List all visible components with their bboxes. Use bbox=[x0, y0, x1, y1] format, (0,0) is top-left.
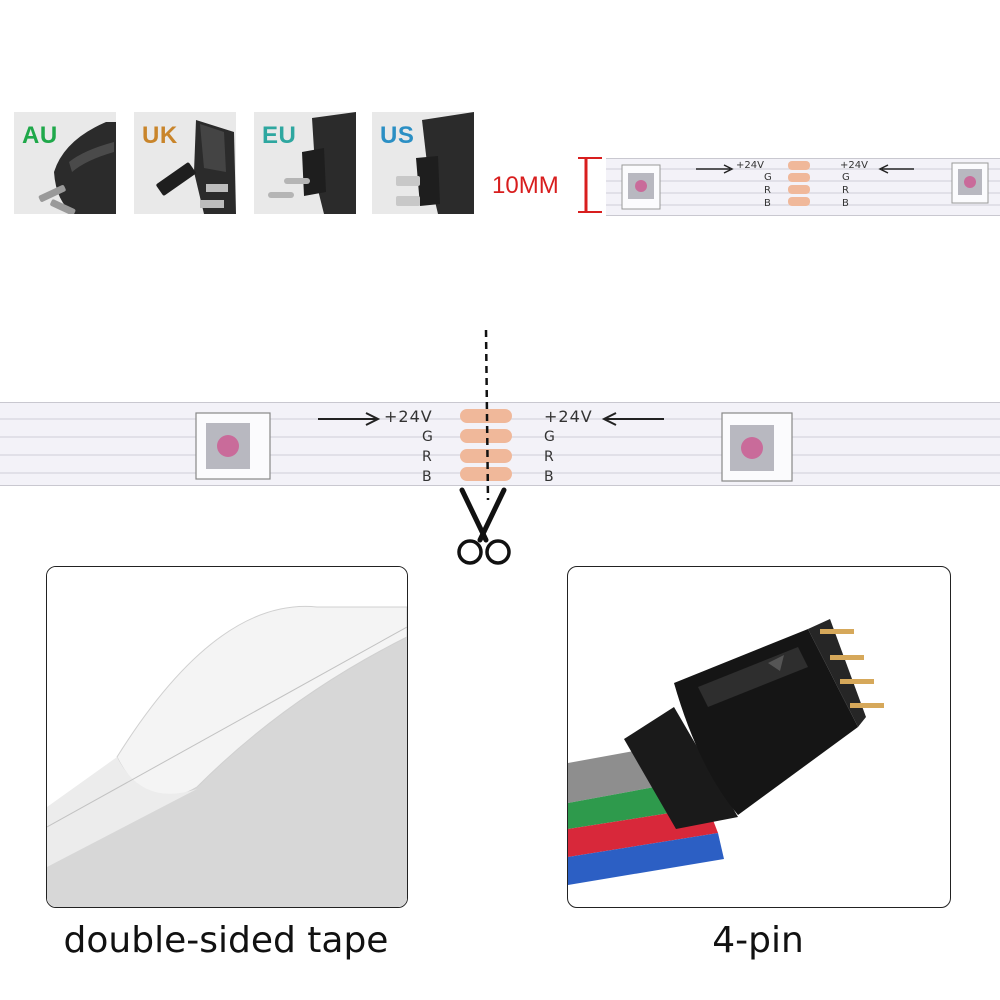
strip-small-r-right: R bbox=[842, 185, 849, 196]
strip-small-traces bbox=[606, 161, 1000, 210]
strip-small-b-left: B bbox=[764, 198, 771, 209]
strip-small-r-left: R bbox=[764, 185, 771, 196]
dimension-label: 10MM bbox=[492, 172, 559, 199]
connector-image bbox=[568, 619, 884, 885]
eu-plug-icon bbox=[268, 112, 356, 214]
strip-large-voltage-left: +24V bbox=[384, 407, 433, 426]
dimension-marker bbox=[578, 157, 602, 213]
strip-large-traces bbox=[0, 409, 1000, 482]
strip-small-voltage-left: +24V bbox=[736, 160, 764, 171]
connector-panel bbox=[567, 566, 951, 908]
plug-card-uk: UK bbox=[134, 112, 236, 214]
scissors-icon bbox=[457, 487, 511, 565]
strip-large-voltage-right: +24V bbox=[544, 407, 593, 426]
cut-line bbox=[484, 330, 490, 500]
plug-card-au: AU bbox=[14, 112, 116, 214]
led-strip-large: +24V G R B +24V G R B bbox=[0, 402, 1000, 486]
strip-large-g-right: G bbox=[544, 429, 555, 445]
plug-label-eu: EU bbox=[262, 122, 297, 149]
strip-large-r-right: R bbox=[544, 449, 554, 465]
plug-label-au: AU bbox=[22, 122, 58, 149]
tape-panel bbox=[46, 566, 408, 908]
plug-label-uk: UK bbox=[142, 122, 178, 149]
tape-image bbox=[47, 567, 407, 907]
uk-plug-icon bbox=[156, 120, 236, 214]
strip-small-voltage-right: +24V bbox=[840, 160, 868, 171]
strip-large-b-left: B bbox=[422, 469, 432, 485]
strip-large-b-right: B bbox=[544, 469, 554, 485]
strip-small-b-right: B bbox=[842, 198, 849, 209]
tape-caption: double-sided tape bbox=[63, 920, 389, 961]
strip-large-r-left: R bbox=[422, 449, 432, 465]
plug-label-us: US bbox=[380, 122, 415, 149]
plug-card-us: US bbox=[372, 112, 474, 214]
us-plug-icon bbox=[396, 112, 474, 214]
connector-caption: 4-pin bbox=[712, 920, 804, 961]
strip-large-g-left: G bbox=[422, 429, 433, 445]
led-strip-small: +24V G R B +24V G R B bbox=[606, 158, 1000, 216]
plug-card-eu: EU bbox=[254, 112, 356, 214]
strip-small-g-right: G bbox=[842, 172, 850, 183]
au-plug-icon bbox=[38, 122, 116, 214]
strip-small-g-left: G bbox=[764, 172, 772, 183]
